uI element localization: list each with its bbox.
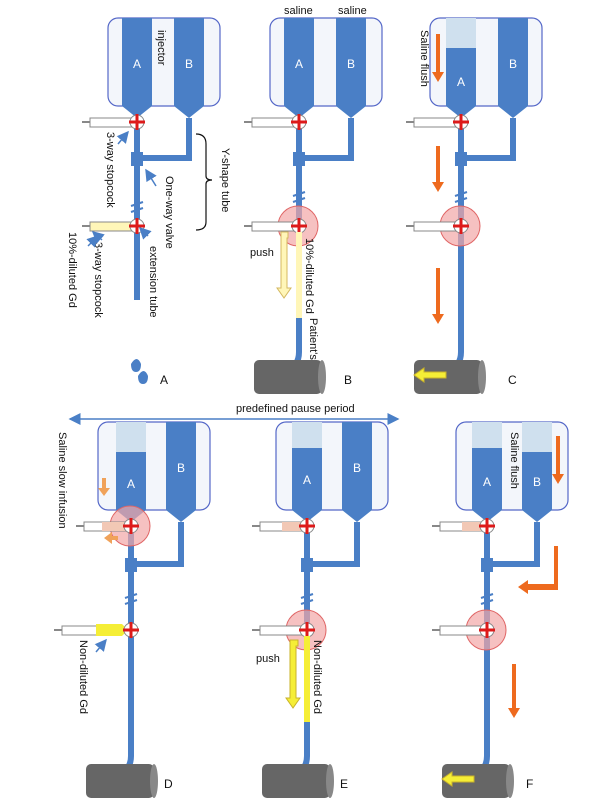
panel-c: A B Saline flush C	[406, 17, 543, 394]
y-shape-bracket	[195, 133, 213, 231]
syringe-a-label-f: A	[483, 475, 491, 489]
panel-e: A B push Non-diluted Gd E	[252, 421, 389, 798]
syringe-a-label-b: A	[295, 57, 303, 71]
syringe-a-label-c: A	[457, 75, 465, 89]
panel-a: A B injector 3-way stopcock One-way valv…	[66, 17, 231, 387]
panel-letter-e: E	[340, 777, 348, 791]
panel-b: saline saline A B push 10%-diluted Gd Pa…	[244, 5, 383, 394]
panel-letter-a: A	[160, 373, 168, 387]
syringe-b-label: B	[185, 57, 193, 71]
panel-letter-f: F	[526, 777, 533, 791]
label-y-shape-tube: Y-shape tube	[219, 148, 231, 212]
gd-label-e: Non-diluted Gd	[311, 640, 323, 714]
syringe-a	[122, 18, 152, 106]
saline-a-label: saline	[284, 5, 313, 17]
panel-f: A B Saline flush F	[432, 421, 569, 798]
flush-label-c: Saline flush	[418, 30, 430, 87]
syringe-b-label-c: B	[509, 57, 517, 71]
push-label-e: push	[256, 653, 280, 665]
slow-label-d: Saline slow infusion	[56, 432, 68, 529]
label-stopcock-top: 3-way stopcock	[104, 132, 116, 208]
gd-label-d: Non-diluted Gd	[77, 640, 89, 714]
syringe-b	[174, 18, 204, 106]
panel-letter-d: D	[164, 777, 173, 791]
push-label-b: push	[250, 247, 274, 259]
pause-label: predefined pause period	[236, 403, 355, 415]
injector-label: injector	[155, 30, 167, 66]
syringe-b-label-e: B	[353, 461, 361, 475]
syringe-a-label: A	[133, 57, 141, 71]
pause-period: predefined pause period	[68, 403, 400, 425]
patient-arm	[254, 360, 322, 394]
flush-label-f: Saline flush	[508, 432, 520, 489]
saline-b-label: saline	[338, 5, 367, 17]
panel-letter-b: B	[344, 373, 352, 387]
syringe-b-label-f: B	[533, 475, 541, 489]
label-stopcock-bottom: 3-way stopcock	[92, 242, 104, 318]
syringe-a-label-e: A	[303, 473, 311, 487]
label-diluted-gd: 10%-diluted Gd	[66, 232, 78, 308]
label-one-way-valve: One-way valve	[163, 176, 175, 249]
syringe-b-label-b: B	[347, 57, 355, 71]
label-extension-tube: extension tube	[147, 246, 159, 318]
panel-d: A B Saline slow infusion Non-diluted Gd …	[54, 421, 211, 798]
syringe-b-label-d: B	[177, 461, 185, 475]
panel-letter-c: C	[508, 373, 517, 387]
syringe-a-label-d: A	[127, 477, 135, 491]
push-arrow	[276, 231, 292, 299]
gd-label-b: 10%-diluted Gd	[303, 238, 315, 314]
